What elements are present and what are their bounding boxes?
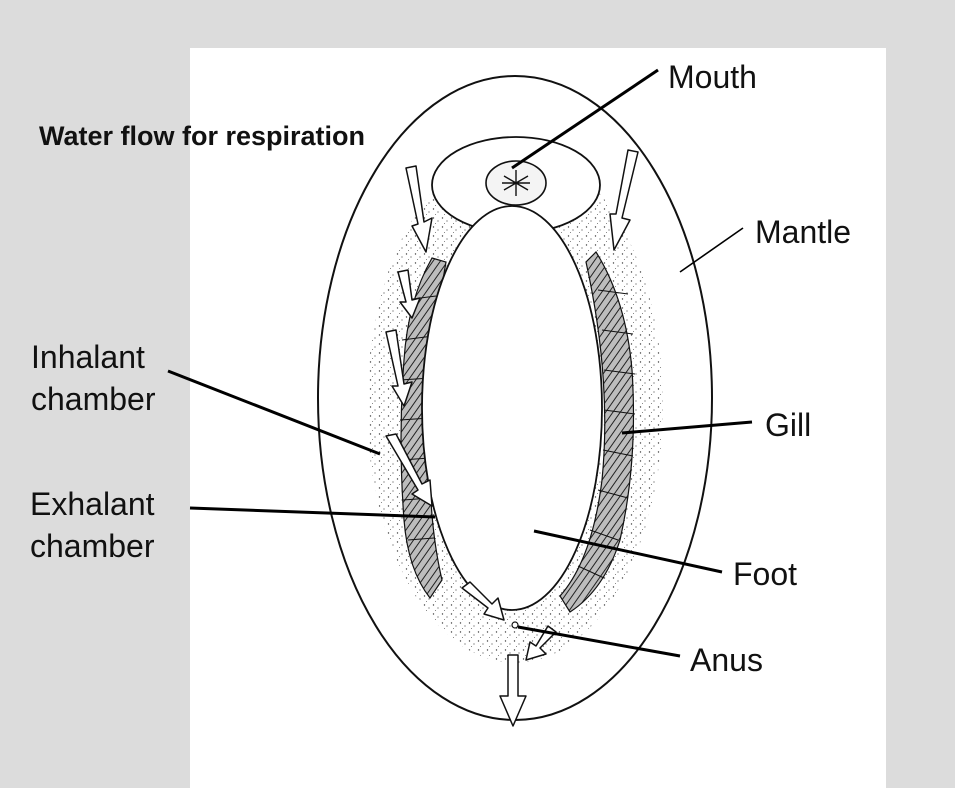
exhalant-label-line2: chamber — [30, 528, 155, 564]
gill-leader — [621, 420, 753, 435]
anus — [511, 621, 519, 629]
exhalant-label-line1: Exhalant — [30, 486, 155, 522]
mouth-label: Mouth — [668, 59, 757, 95]
gill-right — [559, 251, 636, 613]
mouth-leader — [511, 68, 659, 170]
mantle-label: Mantle — [755, 214, 851, 250]
foot — [421, 205, 603, 611]
water-flow-arrows — [385, 149, 639, 727]
exhalant-leader — [189, 506, 436, 519]
foot-label: Foot — [733, 556, 797, 592]
inhalant-leader — [167, 369, 381, 456]
mantle-leader — [679, 227, 744, 273]
inhalant-label-line2: chamber — [31, 381, 156, 417]
anus-leader — [517, 625, 681, 658]
diagram-title: Water flow for respiration — [39, 121, 365, 151]
anus-label: Anus — [690, 642, 763, 678]
mouth — [485, 160, 547, 206]
inhalant-label-line1: Inhalant — [31, 339, 145, 375]
foot-leader — [533, 529, 723, 574]
gill-label: Gill — [765, 407, 811, 443]
